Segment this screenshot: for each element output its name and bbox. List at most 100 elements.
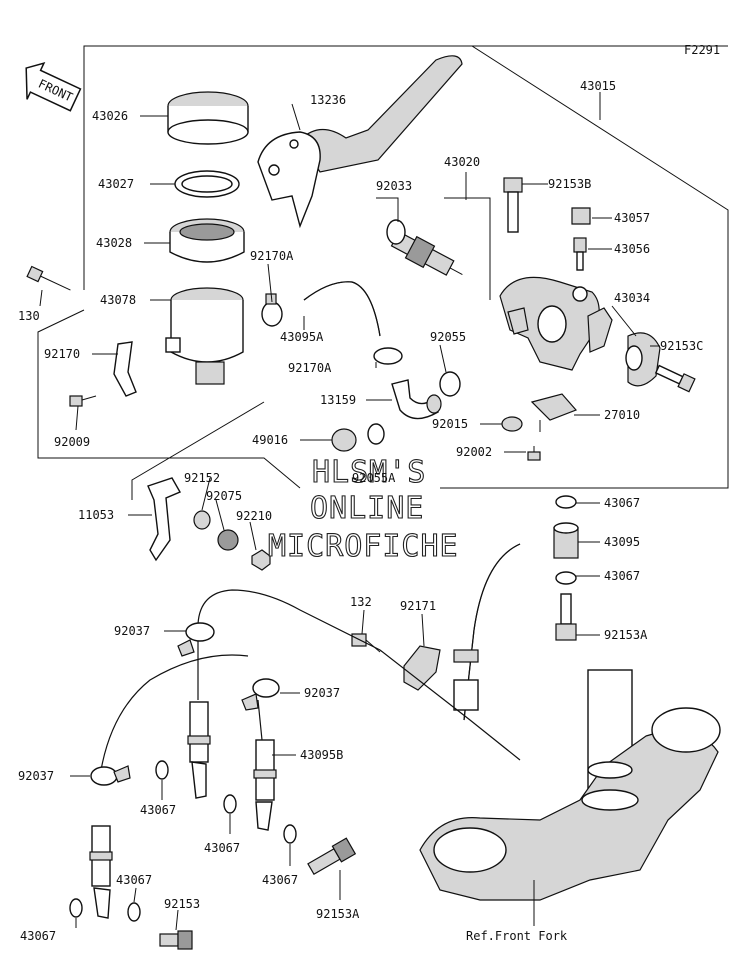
- bolt-130: [26, 265, 71, 291]
- callout-27010: 27010: [604, 408, 640, 422]
- damper-92075: [217, 529, 239, 551]
- callout-43056: 43056: [614, 242, 650, 256]
- banjo-92037-a: [177, 622, 215, 657]
- watermark-line1: HLSM'S: [312, 455, 426, 490]
- bolt-92153a-right: [555, 593, 577, 641]
- bolt-92153b: [503, 177, 523, 233]
- callout-92037-b: 92037: [304, 686, 340, 700]
- bolt-92153: [159, 930, 193, 950]
- callout-92075: 92075: [206, 489, 242, 503]
- elbow-13159: [391, 379, 442, 420]
- washer-43067-top: [555, 495, 577, 509]
- callout-43067-g: 43067: [20, 929, 56, 943]
- callout-92153: 92153: [164, 897, 200, 911]
- callout-43015: 43015: [580, 79, 616, 93]
- brake-lever: [257, 55, 463, 229]
- callout-92037-a: 92037: [114, 624, 150, 638]
- callout-92009: 92009: [54, 435, 90, 449]
- o-ring-92055: [439, 371, 461, 397]
- ring-92055a: [367, 423, 385, 445]
- callout-43067-e: 43067: [262, 873, 298, 887]
- upper-brake-hose: [453, 543, 521, 721]
- watermark-line3: MICROFICHE: [268, 529, 459, 564]
- nut-92210: [251, 549, 271, 571]
- clamp-92171: [403, 645, 441, 691]
- hose-43095b: [89, 701, 277, 919]
- callout-43067-c: 43067: [140, 803, 176, 817]
- clamp-43034: [625, 332, 661, 387]
- bracket-92170: [113, 341, 137, 397]
- bolt-92153c: [654, 364, 696, 393]
- bleeder-cap: [571, 207, 591, 225]
- screw-92002: [527, 446, 541, 461]
- callout-92152: 92152: [184, 471, 220, 485]
- figure-code: F2291: [684, 43, 720, 57]
- callout-92153a-bottom: 92153A: [316, 907, 360, 921]
- grommet-49016: [331, 428, 357, 452]
- callout-92170: 92170: [44, 347, 80, 361]
- front-arrow-icon: FRONT: [25, 61, 82, 112]
- seal-92033: [386, 219, 406, 245]
- callout-132: 132: [350, 595, 372, 609]
- callout-43078: 43078: [100, 293, 136, 307]
- callout-92210: 92210: [236, 509, 272, 523]
- watermark: HLSM'S ONLINE MICROFICHE: [267, 454, 459, 564]
- callout-92170a-mid: 92170A: [288, 361, 332, 375]
- callout-43095b: 43095B: [300, 748, 343, 762]
- brake-switch: [530, 393, 578, 432]
- callout-92171: 92171: [400, 599, 436, 613]
- callout-92170a-top: 92170A: [250, 249, 294, 263]
- piston-assembly: [390, 230, 463, 276]
- callout-92153b: 92153B: [548, 177, 591, 191]
- master-cylinder-body: [499, 276, 613, 371]
- hose-clamp-mid: [373, 347, 403, 365]
- callout-43028: 43028: [96, 236, 132, 250]
- callout-92153a-right: 92153A: [604, 628, 648, 642]
- callout-43067-d: 43067: [204, 841, 240, 855]
- reservoir-cap: [167, 91, 249, 145]
- banjo-92037-c: [90, 765, 131, 786]
- stay-11053: [147, 477, 181, 562]
- reservoir-plate: [174, 170, 240, 198]
- callout-43057: 43057: [614, 211, 650, 225]
- callout-43034: 43034: [614, 291, 650, 305]
- bleeder-valve: [573, 237, 587, 271]
- callout-43026: 43026: [92, 109, 128, 123]
- callout-92037-c: 92037: [18, 769, 54, 783]
- leader-lines: [39, 92, 660, 931]
- washers-43067-lower: [69, 760, 297, 922]
- callout-43027: 43027: [98, 177, 134, 191]
- banjo-43095: [553, 522, 579, 559]
- ref-note: Ref.Front Fork: [466, 929, 568, 943]
- washer-92015: [501, 416, 523, 432]
- assembly-frame: [37, 45, 729, 500]
- callout-43067-b: 43067: [604, 569, 640, 583]
- callout-43095a: 43095A: [280, 330, 324, 344]
- callout-92055: 92055: [430, 330, 466, 344]
- callout-43067-f: 43067: [116, 873, 152, 887]
- callout-92015: 92015: [432, 417, 468, 431]
- callout-13159: 13159: [320, 393, 356, 407]
- callout-92033: 92033: [376, 179, 412, 193]
- callout-130: 130: [18, 309, 40, 323]
- callout-92002: 92002: [456, 445, 492, 459]
- callout-43067-a: 43067: [604, 496, 640, 510]
- screw-92009: [69, 395, 97, 407]
- reservoir-tank: [165, 287, 244, 385]
- watermark-line2: ONLINE: [310, 491, 424, 526]
- bolt-92153a-bottom: [307, 837, 357, 876]
- banjo-92037-b: [241, 678, 280, 711]
- collar-92152: [193, 510, 211, 530]
- front-fork-triple-clamp: [419, 669, 721, 901]
- reservoir-diaphragm: [169, 218, 245, 263]
- callout-11053: 11053: [78, 508, 114, 522]
- callout-labels: 43026 43027 43028 43078 130 92170 92009 …: [18, 79, 703, 943]
- washer-43067-mid: [555, 571, 577, 585]
- reservoir-hose: [303, 281, 381, 337]
- callout-49016: 49016: [252, 433, 288, 447]
- callout-92153c: 92153C: [660, 339, 703, 353]
- callout-92055a: 92055A: [352, 471, 396, 485]
- callout-43020: 43020: [444, 155, 480, 169]
